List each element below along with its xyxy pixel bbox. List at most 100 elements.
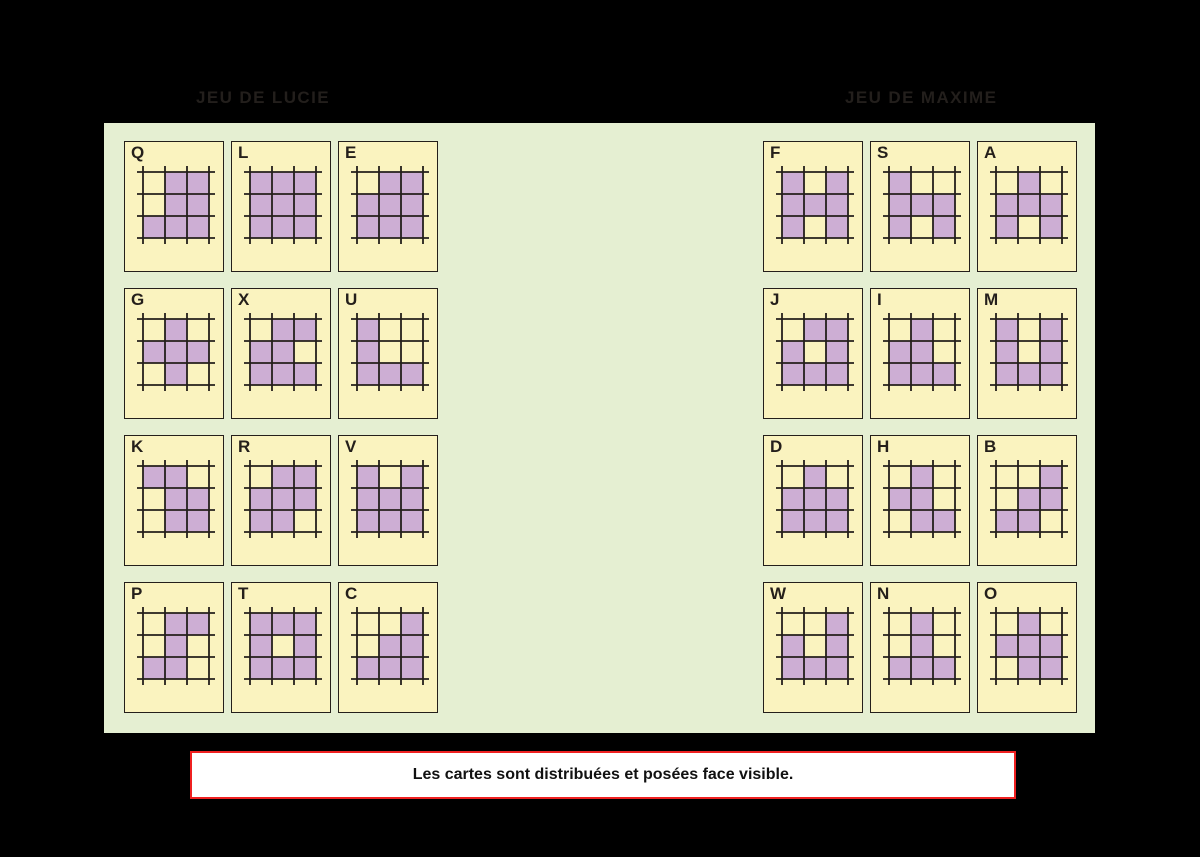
card-p[interactable]: P	[124, 582, 224, 713]
pattern-cell-filled	[187, 341, 209, 363]
card-letter: Q	[131, 143, 145, 162]
card-letter: V	[345, 437, 357, 456]
pattern-cell-filled	[933, 657, 955, 679]
card-e[interactable]: E	[338, 141, 438, 272]
pattern-cell-filled	[401, 613, 423, 635]
pattern-cell-filled	[782, 510, 804, 532]
pattern-cell-filled	[272, 363, 294, 385]
card-pattern-grid	[990, 313, 1068, 391]
card-c[interactable]: C	[338, 582, 438, 713]
pattern-cell-filled	[250, 657, 272, 679]
pattern-cell-filled	[1040, 194, 1062, 216]
pattern-cell-filled	[250, 613, 272, 635]
pattern-cells	[357, 172, 423, 238]
card-letter: E	[345, 143, 357, 162]
card-n[interactable]: N	[870, 582, 970, 713]
grid-lines	[776, 460, 854, 538]
grid-lines	[883, 313, 961, 391]
pattern-cells	[250, 319, 316, 385]
card-u[interactable]: U	[338, 288, 438, 419]
pattern-cells	[250, 613, 316, 679]
pattern-cell-filled	[294, 657, 316, 679]
pattern-cell-filled	[911, 510, 933, 532]
pattern-cell-filled	[1018, 657, 1040, 679]
card-pattern-grid	[351, 166, 429, 244]
card-d[interactable]: D	[763, 435, 863, 566]
pattern-cell-filled	[401, 363, 423, 385]
pattern-cell-filled	[1040, 216, 1062, 238]
grid-lines	[244, 607, 322, 685]
pattern-cells	[782, 319, 848, 385]
pattern-cell-filled	[782, 488, 804, 510]
card-w[interactable]: W	[763, 582, 863, 713]
pattern-cell-filled	[1040, 657, 1062, 679]
pattern-cell-filled	[826, 613, 848, 635]
card-k[interactable]: K	[124, 435, 224, 566]
pattern-cell-filled	[911, 613, 933, 635]
card-letter: F	[770, 143, 781, 162]
card-g[interactable]: G	[124, 288, 224, 419]
pattern-cell-filled	[911, 363, 933, 385]
hand-heading-maxime: JEU DE MAXIME	[845, 88, 998, 107]
pattern-cell-filled	[1018, 613, 1040, 635]
pattern-cell-filled	[357, 216, 379, 238]
pattern-cell-filled	[889, 488, 911, 510]
grid-lines	[244, 460, 322, 538]
pattern-cell-filled	[250, 216, 272, 238]
pattern-cell-filled	[889, 172, 911, 194]
pattern-cell-filled	[294, 216, 316, 238]
pattern-cells	[889, 466, 955, 532]
card-s[interactable]: S	[870, 141, 970, 272]
card-f[interactable]: F	[763, 141, 863, 272]
card-pattern-grid	[990, 166, 1068, 244]
pattern-cell-filled	[401, 657, 423, 679]
caption-text: Les cartes sont distribuées et posées fa…	[412, 766, 794, 783]
pattern-cell-filled	[187, 488, 209, 510]
pattern-cell-filled	[804, 363, 826, 385]
pattern-cell-filled	[889, 194, 911, 216]
card-t[interactable]: T	[231, 582, 331, 713]
card-j[interactable]: J	[763, 288, 863, 419]
pattern-cell-filled	[250, 194, 272, 216]
pattern-cell-filled	[1018, 363, 1040, 385]
pattern-cell-filled	[401, 466, 423, 488]
pattern-cell-filled	[933, 363, 955, 385]
card-q[interactable]: Q	[124, 141, 224, 272]
pattern-cell-filled	[357, 319, 379, 341]
pattern-cell-filled	[357, 657, 379, 679]
card-l[interactable]: L	[231, 141, 331, 272]
pattern-cell-filled	[187, 216, 209, 238]
pattern-cell-filled	[357, 510, 379, 532]
grid-lines	[137, 166, 215, 244]
pattern-cell-filled	[1040, 363, 1062, 385]
pattern-cell-filled	[379, 657, 401, 679]
card-pattern-grid	[137, 607, 215, 685]
card-o[interactable]: O	[977, 582, 1077, 713]
card-h[interactable]: H	[870, 435, 970, 566]
card-b[interactable]: B	[977, 435, 1077, 566]
card-pattern-grid	[351, 460, 429, 538]
pattern-cell-filled	[826, 488, 848, 510]
card-letter: J	[770, 290, 780, 309]
card-letter: S	[877, 143, 889, 162]
card-m[interactable]: M	[977, 288, 1077, 419]
card-letter: B	[984, 437, 997, 456]
pattern-cell-filled	[379, 216, 401, 238]
pattern-cell-filled	[250, 172, 272, 194]
pattern-cell-filled	[165, 488, 187, 510]
card-letter: W	[770, 584, 787, 603]
card-pattern-grid	[776, 166, 854, 244]
pattern-cell-filled	[272, 613, 294, 635]
card-i[interactable]: I	[870, 288, 970, 419]
card-pattern-grid	[351, 607, 429, 685]
card-v[interactable]: V	[338, 435, 438, 566]
card-a[interactable]: A	[977, 141, 1077, 272]
pattern-cells	[996, 319, 1062, 385]
card-x[interactable]: X	[231, 288, 331, 419]
pattern-cell-filled	[357, 363, 379, 385]
pattern-cells	[889, 613, 955, 679]
pattern-cell-filled	[165, 216, 187, 238]
card-r[interactable]: R	[231, 435, 331, 566]
pattern-cell-filled	[250, 635, 272, 657]
card-letter: U	[345, 290, 358, 309]
